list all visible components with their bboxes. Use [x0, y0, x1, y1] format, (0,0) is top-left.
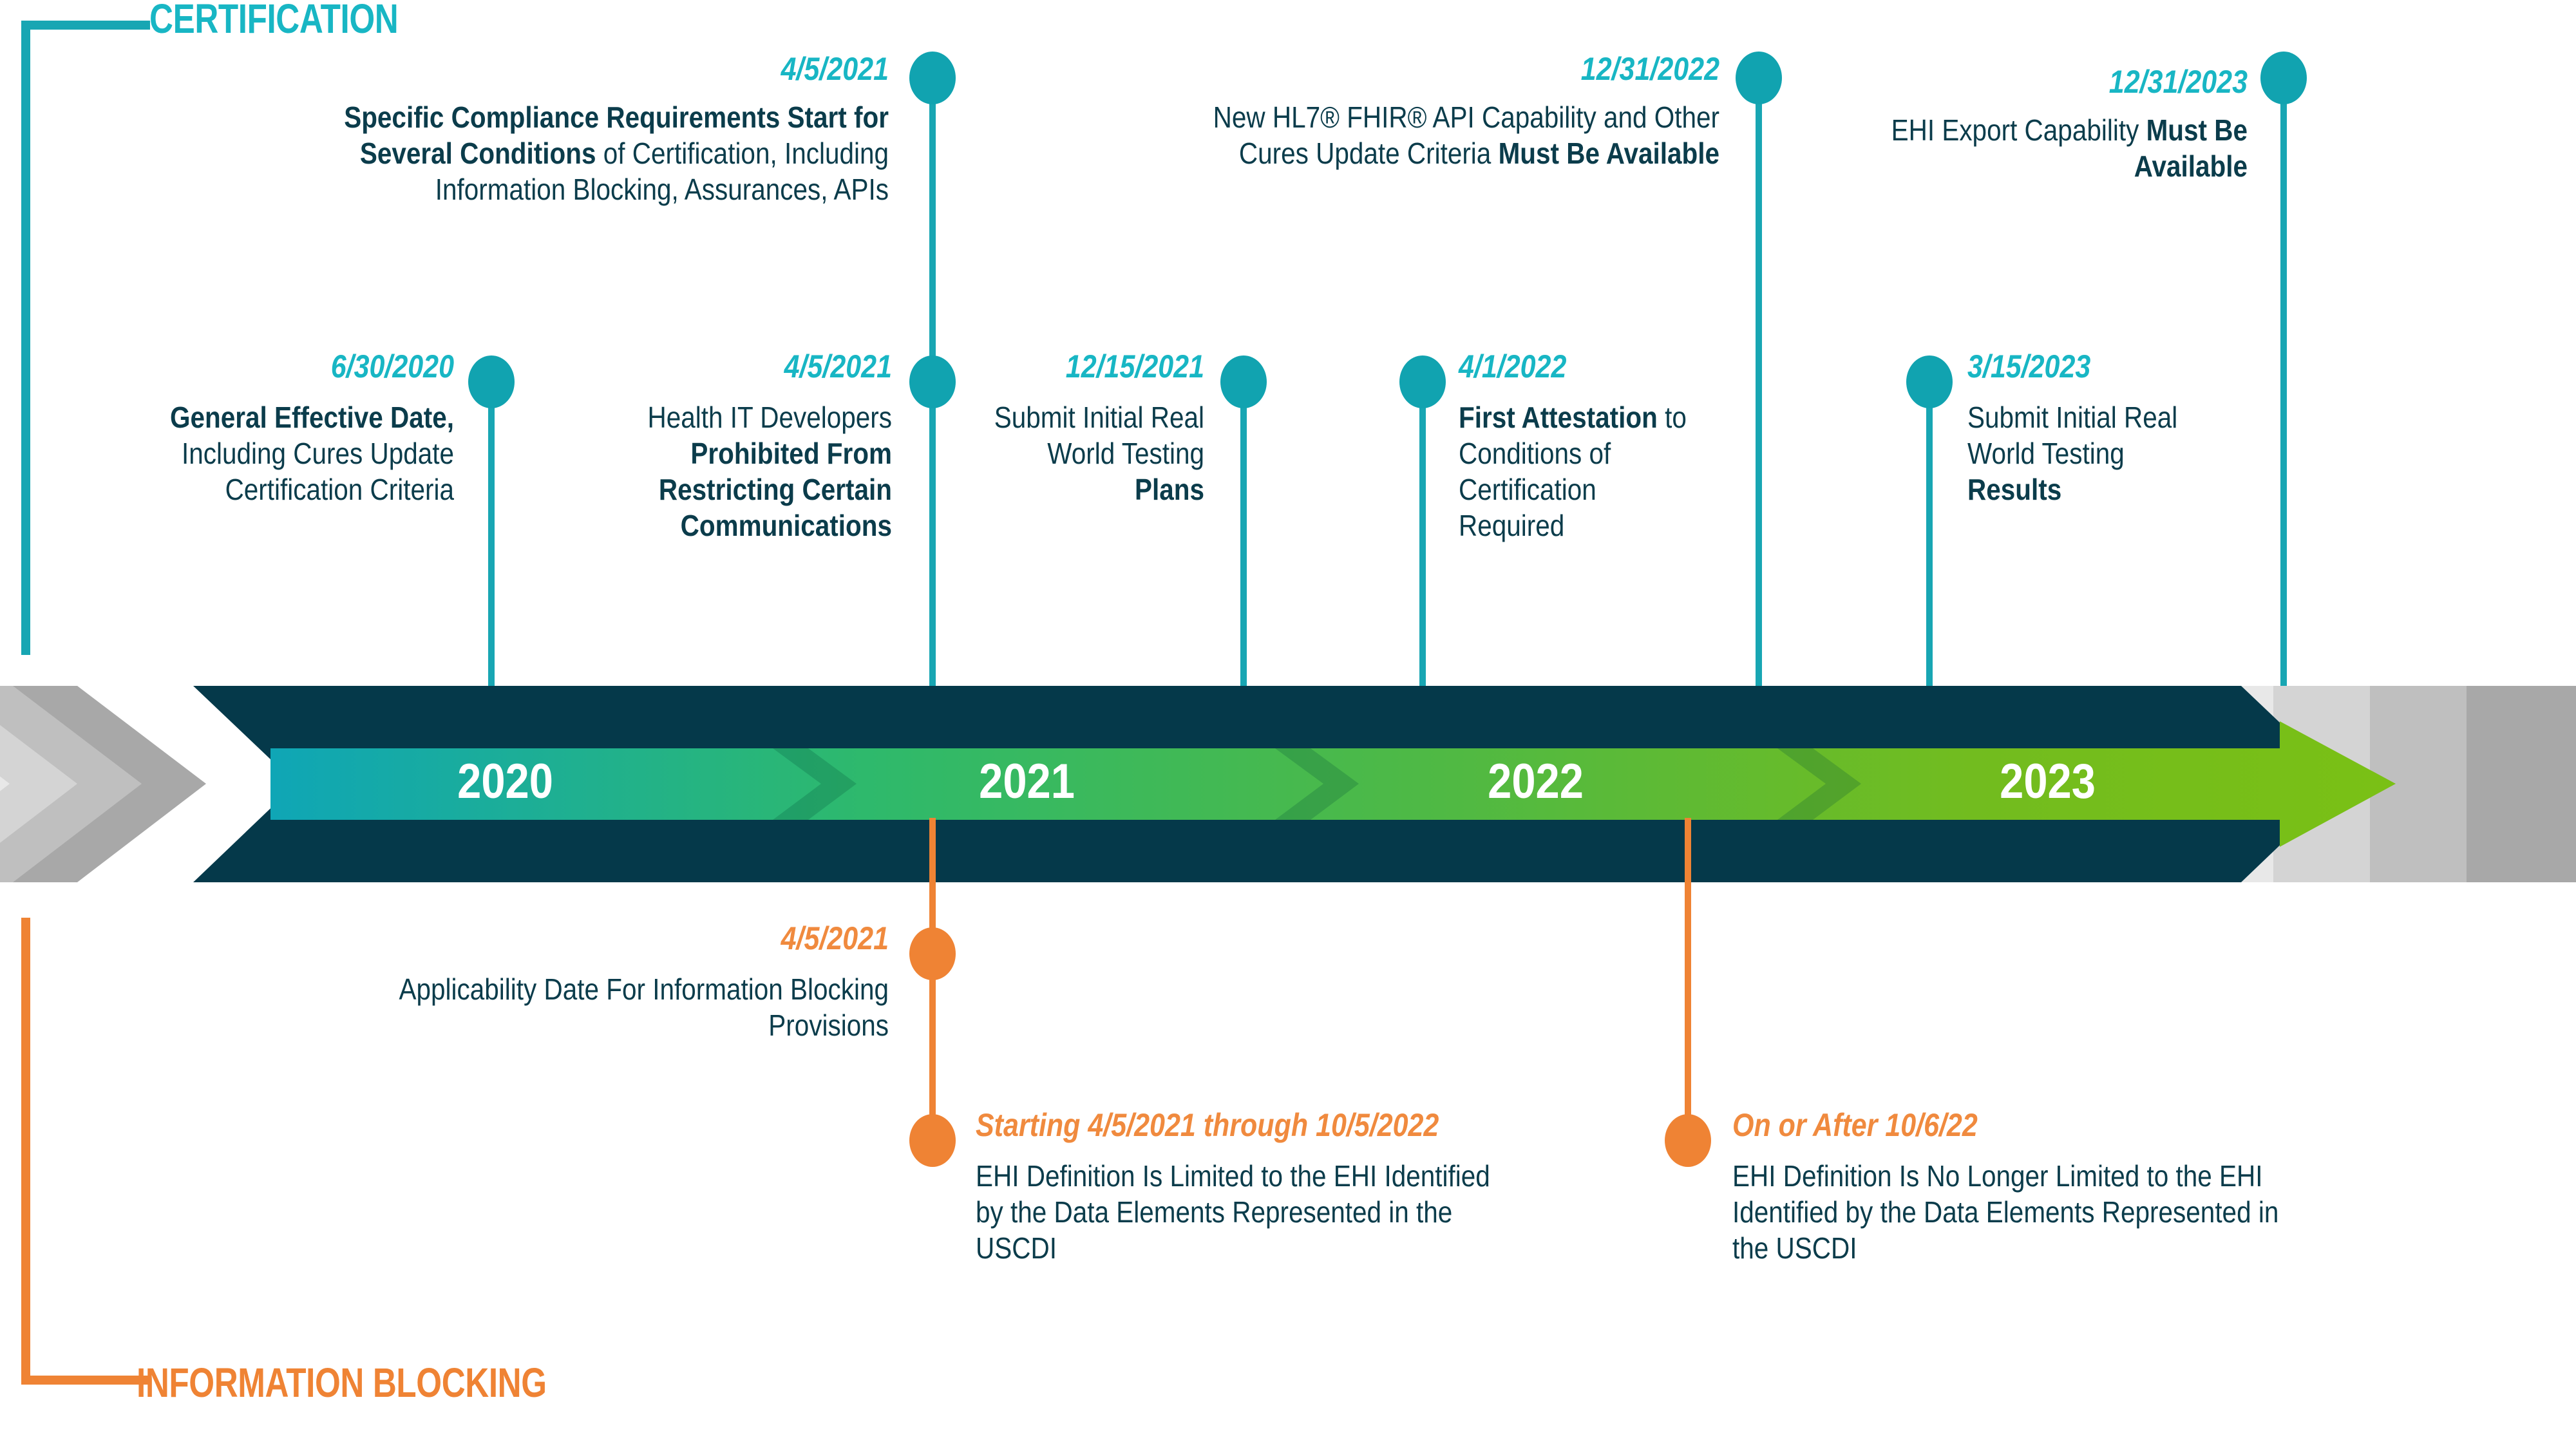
milestone-ms-4-5-2021-comms[interactable]: 4/5/2021 Health IT Developers Prohibited…: [522, 348, 893, 544]
milestone-date: 12/15/2021: [1065, 348, 1204, 384]
milestone-date: On or After 10/6/22: [1732, 1107, 1978, 1143]
connector-stem: [1756, 74, 1762, 805]
connector-stem: [488, 380, 495, 805]
milestone-ms-6-30-2020[interactable]: 6/30/2020 General Effective Date, Includ…: [71, 348, 454, 507]
milestone-ms-4-5-2021-compliance[interactable]: 4/5/2021 Specific Compliance Requirement…: [193, 50, 889, 207]
milestone-date: 4/1/2022: [1459, 348, 1567, 384]
milestone-date: 4/5/2021: [784, 348, 892, 384]
milestone-dot: [468, 355, 515, 408]
year-label-2021: 2021: [979, 754, 1075, 809]
milestone-date: 4/5/2021: [781, 920, 889, 956]
milestone-body: Submit Initial Real World Testing Result…: [1967, 401, 2178, 506]
milestone-body: New HL7® FHIR® API Capability and Other …: [1213, 100, 1719, 170]
information-blocking-bracket: [21, 918, 163, 1385]
year-label-2022: 2022: [1488, 754, 1584, 809]
milestone-body: Specific Compliance Requirements Start f…: [344, 100, 889, 206]
milestone-date: 6/30/2020: [330, 348, 454, 384]
year-label-2023: 2023: [2000, 754, 2096, 809]
milestone-dot: [1399, 355, 1446, 408]
milestone-dot: [1736, 52, 1782, 104]
milestone-dot: [909, 355, 956, 408]
milestone-body: EHI Export Capability Must Be Available: [1891, 113, 2248, 183]
milestone-ms-4-1-2022[interactable]: 4/1/2022 First Attestation to Conditions…: [1459, 348, 1729, 544]
milestone-body: Health IT Developers Prohibited From Res…: [647, 401, 893, 542]
milestone-ms-12-15-2021[interactable]: 12/15/2021 Submit Initial Real World Tes…: [947, 348, 1204, 507]
milestone-body: EHI Definition Is No Longer Limited to t…: [1732, 1159, 2279, 1265]
milestone-body: General Effective Date, Including Cures …: [170, 401, 454, 506]
connector-stem: [1419, 380, 1426, 805]
milestone-ib-after-10-6-22[interactable]: On or After 10/6/22 EHI Definition Is No…: [1732, 1106, 2363, 1266]
milestone-ib-start-4-5-2021[interactable]: Starting 4/5/2021 through 10/5/2022 EHI …: [976, 1106, 1594, 1266]
milestone-dot: [1665, 1114, 1711, 1167]
left-chevrons: [0, 686, 206, 882]
information-blocking-bracket-horizontal: [21, 1376, 150, 1385]
connector-stem: [929, 74, 936, 805]
certification-bracket-horizontal: [21, 21, 150, 30]
milestone-dot: [909, 52, 956, 104]
milestone-date: 12/31/2023: [2108, 64, 2248, 100]
band-separators: [773, 748, 1861, 820]
milestone-date: 4/5/2021: [781, 51, 889, 87]
milestone-ms-12-31-2022[interactable]: 12/31/2022 New HL7® FHIR® API Capability…: [1121, 50, 1719, 171]
milestone-dot: [2260, 52, 2307, 104]
timeline-band: 2020 2021 2022 2023: [0, 686, 2576, 882]
milestone-ms-3-15-2023[interactable]: 3/15/2023 Submit Initial Real World Test…: [1967, 348, 2225, 507]
milestone-ib-4-5-2021[interactable]: 4/5/2021 Applicability Date For Informat…: [270, 920, 889, 1043]
milestone-dot: [1906, 355, 1953, 408]
year-label-2020: 2020: [457, 754, 553, 809]
milestone-body: First Attestation to Conditions of Certi…: [1459, 401, 1687, 542]
information-blocking-bracket-vertical: [21, 918, 30, 1385]
certification-bracket-vertical: [21, 21, 30, 655]
milestone-date: 3/15/2023: [1967, 348, 2091, 384]
milestone-body: Applicability Date For Information Block…: [399, 972, 889, 1042]
milestone-body: EHI Definition Is Limited to the EHI Ide…: [976, 1159, 1490, 1265]
information-blocking-lane-title: INFORMATION BLOCKING: [137, 1359, 547, 1406]
connector-stem: [1685, 818, 1691, 1140]
connector-stem: [1926, 380, 1933, 805]
milestone-date: Starting 4/5/2021 through 10/5/2022: [976, 1107, 1439, 1143]
certification-lane-title: CERTIFICATION: [149, 0, 399, 42]
milestone-dot: [1220, 355, 1267, 408]
connector-stem: [1240, 380, 1247, 805]
milestone-date: 12/31/2022: [1580, 51, 1719, 87]
milestone-body: Submit Initial Real World Testing Plans: [994, 401, 1204, 506]
connector-stem: [2280, 74, 2287, 805]
milestone-ms-12-31-2023[interactable]: 12/31/2023 EHI Export Capability Must Be…: [1803, 63, 2248, 184]
milestone-dot: [909, 1114, 956, 1167]
certification-bracket: [21, 21, 163, 655]
milestone-dot: [909, 927, 956, 980]
